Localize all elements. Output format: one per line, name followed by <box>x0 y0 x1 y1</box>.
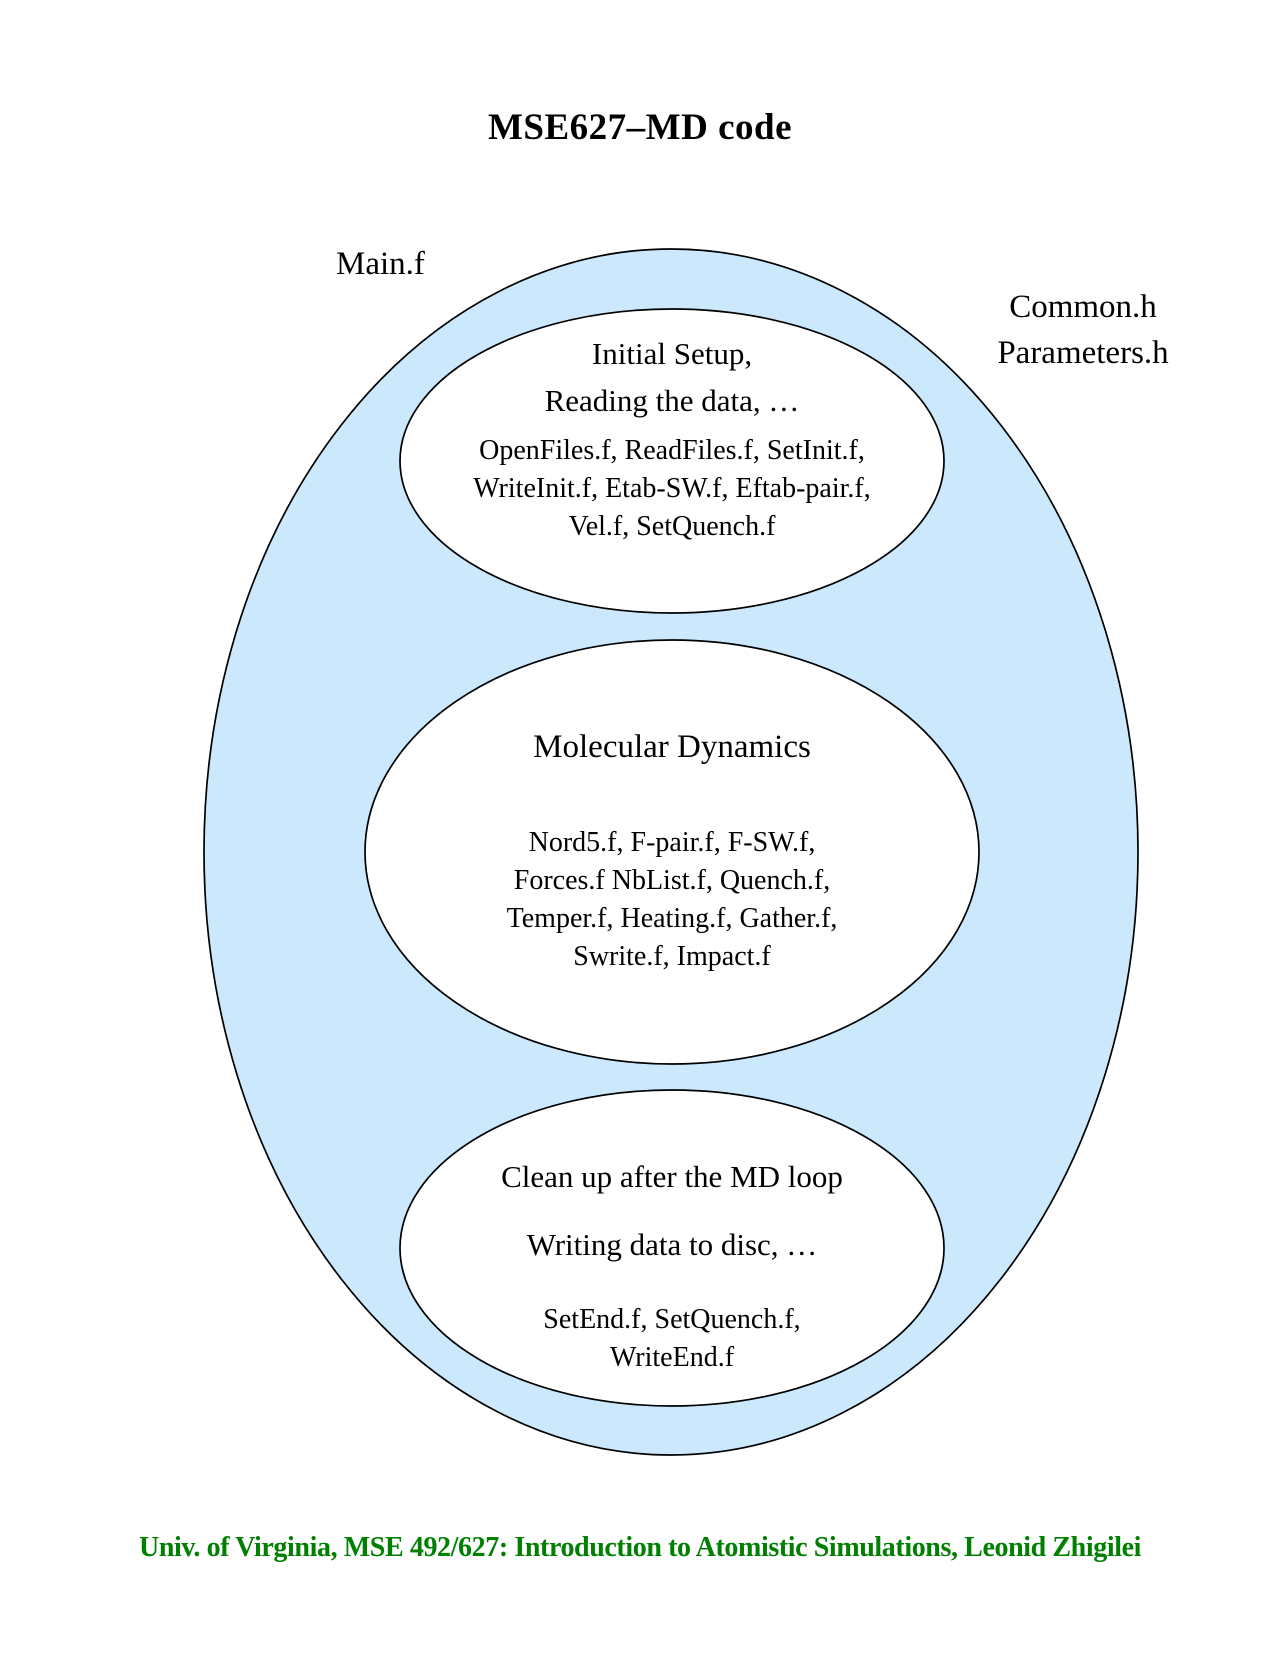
course-attribution: Univ. of Virginia, MSE 492/627: Introduc… <box>139 1532 1141 1563</box>
stage-heading: Molecular Dynamics <box>322 726 1022 768</box>
page-title: MSE627–MD code <box>488 107 792 148</box>
initial-setup-ellipse <box>399 308 945 614</box>
file-line: Temper.f, Heating.f, Gather.f, <box>506 903 838 934</box>
heading-line: Clean up after the MD loop <box>501 1159 843 1194</box>
file-line: WriteInit.f, Etab-SW.f, Eftab-pair.f, <box>473 473 871 504</box>
file-line: SetEnd.f, SetQuench.f, <box>543 1304 801 1335</box>
file-line: OpenFiles.f, ReadFiles.f, SetInit.f, <box>479 435 865 466</box>
cleanup-ellipse <box>399 1089 945 1407</box>
file-line: Vel.f, SetQuench.f <box>568 511 776 542</box>
stage-heading: Clean up after the MD loop Writing data … <box>322 1153 1022 1268</box>
heading-line: Molecular Dynamics <box>533 729 811 765</box>
stage-heading: Initial Setup, Reading the data, … <box>322 330 1022 424</box>
file-line: Forces.f NbList.f, Quench.f, <box>513 865 831 896</box>
stage-file-list: OpenFiles.f, ReadFiles.f, SetInit.f, Wri… <box>322 432 1022 546</box>
common-h-label: Common.h <box>1009 289 1157 325</box>
molecular-dynamics-ellipse <box>364 639 980 1065</box>
file-line: Nord5.f, F-pair.f, F-SW.f, <box>528 827 816 858</box>
stage-file-list: Nord5.f, F-pair.f, F-SW.f, Forces.f NbLi… <box>322 824 1022 976</box>
stage-molecular-dynamics: Molecular Dynamics Nord5.f, F-pair.f, F-… <box>322 726 1022 976</box>
file-line: Swrite.f, Impact.f <box>573 941 771 972</box>
parameters-h-label: Parameters.h <box>997 335 1169 371</box>
main-f-label: Main.f <box>336 246 425 282</box>
stage-file-list: SetEnd.f, SetQuench.f, WriteEnd.f <box>322 1301 1022 1377</box>
heading-line: Initial Setup, <box>591 336 753 371</box>
include-files-label: Common.h Parameters.h <box>948 284 1218 376</box>
heading-line: Reading the data, … <box>544 383 800 418</box>
heading-line: Writing data to disc, … <box>526 1227 818 1262</box>
stage-initial-setup: Initial Setup, Reading the data, … OpenF… <box>322 330 1022 546</box>
file-line: WriteEnd.f <box>609 1342 735 1373</box>
stage-cleanup: Clean up after the MD loop Writing data … <box>322 1153 1022 1377</box>
